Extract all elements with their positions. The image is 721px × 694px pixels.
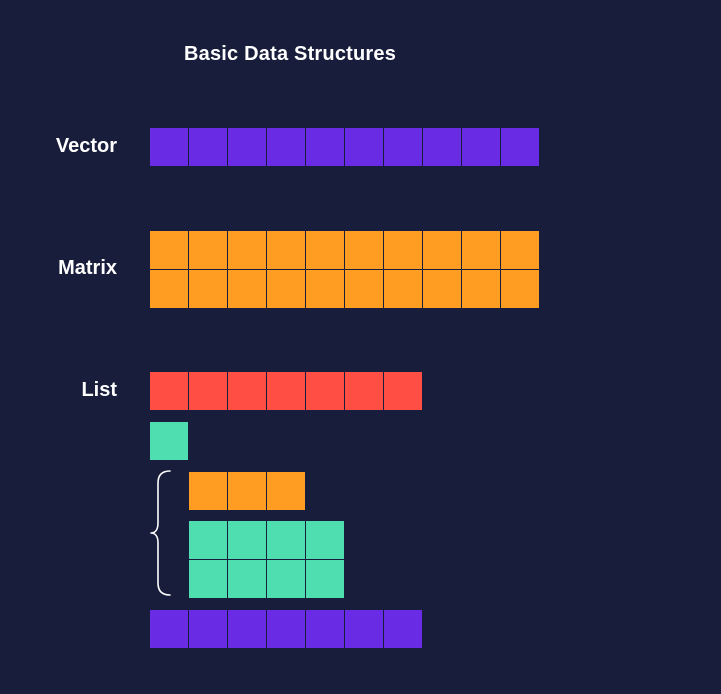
list-nested-vector-orange-cell — [228, 472, 266, 510]
list-nested-matrix-teal-row — [189, 521, 344, 559]
list-nested-vector-orange-row — [189, 472, 305, 510]
list-vector-purple-cell — [189, 610, 227, 648]
matrix-cell — [306, 270, 344, 308]
list-vector-purple-cell — [228, 610, 266, 648]
matrix-row — [150, 231, 539, 269]
list-vector-red-cell — [384, 372, 422, 410]
list-scalar-teal-row — [150, 422, 188, 460]
nested-list-brace — [150, 470, 171, 596]
list-vector-purple-cell — [306, 610, 344, 648]
vector-cell — [462, 128, 500, 166]
list-vector-red-cell — [228, 372, 266, 410]
list-nested-matrix-teal-cell — [228, 560, 266, 598]
list-vector-red-cell — [306, 372, 344, 410]
list-nested-matrix-teal-cell — [189, 521, 227, 559]
list-nested-matrix-teal-cell — [189, 560, 227, 598]
list-nested-matrix-teal-cell — [306, 521, 344, 559]
list-vector-red-cell — [345, 372, 383, 410]
vector-cell — [384, 128, 422, 166]
matrix-cell — [189, 231, 227, 269]
list-vector-purple-cell — [384, 610, 422, 648]
vector-label: Vector — [55, 135, 117, 157]
vector-cell — [423, 128, 461, 166]
list-nested-matrix-teal-cell — [306, 560, 344, 598]
matrix-cell — [423, 231, 461, 269]
matrix-cell — [501, 270, 539, 308]
list-vector-purple-cell — [150, 610, 188, 648]
matrix-label: Matrix — [58, 257, 117, 279]
list-vector-purple-cell — [267, 610, 305, 648]
matrix-row — [150, 270, 539, 308]
matrix-cell — [501, 231, 539, 269]
diagram-title: Basic Data Structures — [184, 43, 397, 65]
list-nested-matrix-teal-cell — [228, 521, 266, 559]
matrix-cell — [345, 231, 383, 269]
vector-cell — [189, 128, 227, 166]
list-label: List — [81, 379, 117, 401]
list-nested-matrix-teal-cell — [267, 560, 305, 598]
matrix-cell — [384, 231, 422, 269]
matrix-cell — [267, 231, 305, 269]
list-vector-red-cell — [267, 372, 305, 410]
vector-cell — [228, 128, 266, 166]
list-vector-red-row — [150, 372, 422, 410]
matrix-cell — [345, 270, 383, 308]
list-vector-purple-cell — [345, 610, 383, 648]
vector-cell — [306, 128, 344, 166]
vector-cell — [501, 128, 539, 166]
list-vector-red-cell — [150, 372, 188, 410]
matrix-cell — [306, 231, 344, 269]
matrix-cell — [462, 231, 500, 269]
list-vector-purple-row — [150, 610, 422, 648]
matrix-cell — [189, 270, 227, 308]
matrix-cell — [384, 270, 422, 308]
vector-row — [150, 128, 539, 166]
matrix-cell — [267, 270, 305, 308]
vector-cell — [267, 128, 305, 166]
list-scalar-teal-cell — [150, 422, 188, 460]
list-nested-vector-orange-cell — [267, 472, 305, 510]
matrix-cell — [228, 231, 266, 269]
list-nested-matrix-teal-cell — [267, 521, 305, 559]
matrix-cell — [228, 270, 266, 308]
list-vector-red-cell — [189, 372, 227, 410]
matrix-cell — [423, 270, 461, 308]
matrix-cell — [150, 231, 188, 269]
vector-cell — [150, 128, 188, 166]
list-nested-matrix-teal-row — [189, 560, 344, 598]
matrix-cell — [150, 270, 188, 308]
list-nested-vector-orange-cell — [189, 472, 227, 510]
matrix-cell — [462, 270, 500, 308]
vector-cell — [345, 128, 383, 166]
